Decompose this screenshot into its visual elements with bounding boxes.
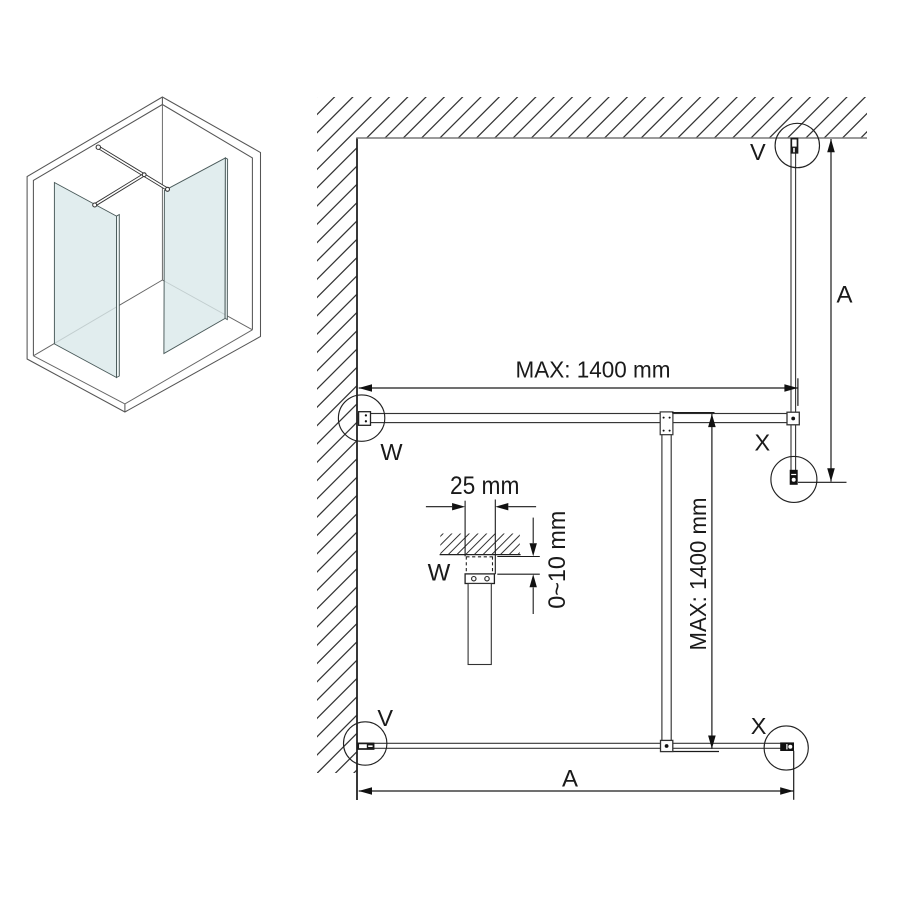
svg-text:V: V <box>377 705 393 731</box>
svg-text:W: W <box>380 439 403 465</box>
svg-text:25 mm: 25 mm <box>450 472 520 500</box>
svg-text:X: X <box>755 430 771 456</box>
svg-text:0~10 mm: 0~10 mm <box>544 511 571 609</box>
svg-text:A: A <box>562 765 578 792</box>
svg-text:V: V <box>750 139 766 165</box>
svg-text:W: W <box>428 560 451 587</box>
svg-text:MAX: 1400 mm: MAX: 1400 mm <box>516 357 671 383</box>
svg-text:A: A <box>837 281 853 308</box>
svg-text:X: X <box>751 713 767 739</box>
svg-text:MAX: 1400 mm: MAX: 1400 mm <box>685 498 711 651</box>
